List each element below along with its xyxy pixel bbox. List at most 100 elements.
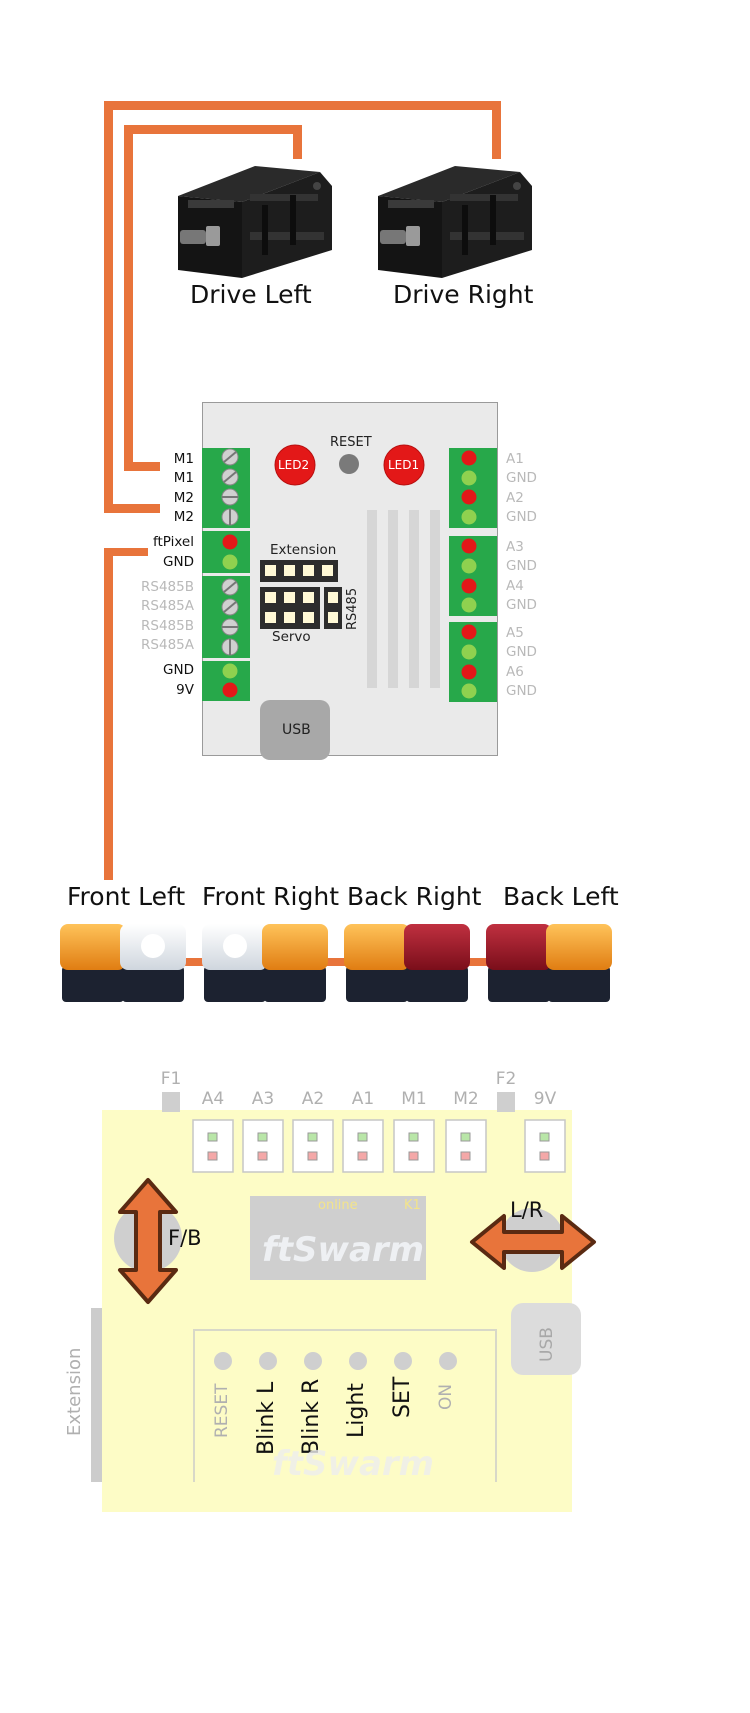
pin-label-gnd: GND <box>506 558 537 574</box>
pin-label-gnd: GND <box>163 662 194 678</box>
led-back-right-red <box>404 924 470 1002</box>
pin-label-ftpixel: ftPixel <box>152 534 194 550</box>
pin-label-9v: 9V <box>533 1089 557 1109</box>
extension-connector <box>91 1308 102 1482</box>
led-front-right-amber <box>262 924 328 1002</box>
wire-m1-right-drop <box>293 125 302 159</box>
wire-m1-top <box>124 125 302 134</box>
pin-label-m1: M1 <box>173 451 194 467</box>
f1-tab <box>162 1092 180 1112</box>
usb-port <box>260 700 330 760</box>
pin-label-a2: A2 <box>506 490 524 506</box>
led-front-left-amber <box>60 924 126 1002</box>
fb-arrow-icon <box>118 1178 178 1304</box>
bottom-logo: ftSwarm <box>272 1444 435 1484</box>
led2-indicator <box>274 444 316 486</box>
drive-left-motor <box>178 166 332 278</box>
pin-label-m1: M1 <box>173 470 194 486</box>
lr-arrow-icon <box>470 1214 596 1270</box>
wire-m1-to-terminal <box>124 462 160 471</box>
online-label: online <box>318 1198 358 1213</box>
pin-label-a4: A4 <box>506 578 524 594</box>
k1-label: K1 <box>404 1198 421 1213</box>
pin-label-9v: 9V <box>176 682 194 698</box>
pin-label-gnd: GND <box>506 644 537 660</box>
back-right-label: Back Right <box>347 882 482 911</box>
led-back-left-amber <box>546 924 612 1002</box>
display-panel <box>250 1196 426 1280</box>
pin-label-a3: A3 <box>251 1089 275 1109</box>
drive-left-label: Drive Left <box>190 280 312 309</box>
board-rail <box>430 510 440 688</box>
controller-drawing <box>202 444 497 760</box>
pin-label-rs485a: RS485A <box>141 637 194 653</box>
drive-right-label: Drive Right <box>393 280 534 309</box>
extension-side-label: Extension <box>64 1347 85 1436</box>
connector-pins <box>207 1132 550 1161</box>
pin-label-a5: A5 <box>506 625 524 641</box>
pin-label-m2: M2 <box>173 509 194 525</box>
terminal-power-block <box>202 661 250 701</box>
wire-pixel-horiz <box>104 548 148 556</box>
front-left-label: Front Left <box>67 882 186 911</box>
button-label-set: SET <box>390 1376 415 1418</box>
pin-label-rs485b: RS485B <box>141 579 194 595</box>
pin-label-a1: A1 <box>506 451 524 467</box>
pin-label-a4: A4 <box>201 1089 225 1109</box>
terminal-a5-a6-block <box>449 622 497 702</box>
servo-header <box>260 587 320 629</box>
led-back-left-red <box>486 924 552 1002</box>
pin-label-gnd: GND <box>506 683 537 699</box>
pin-label-f2: F2 <box>495 1069 517 1089</box>
pin-label-a1: A1 <box>351 1089 375 1109</box>
lr-label: L/R <box>510 1198 544 1222</box>
wire-m2-left-vert <box>104 101 113 513</box>
rs485-header <box>324 587 342 629</box>
terminal-a1-a2-block <box>449 448 497 528</box>
front-right-label: Front Right <box>202 882 340 911</box>
terminal-a3-a4-block <box>449 536 497 616</box>
led2-label: LED2 <box>278 458 310 472</box>
board-rail <box>388 510 398 688</box>
terminal-motor-block <box>202 448 250 528</box>
extension-header <box>260 560 338 582</box>
wire-m2-top <box>104 101 501 110</box>
motors-drawing <box>178 166 532 278</box>
pin-label-rs485a: RS485A <box>141 598 194 614</box>
pin-label-a3: A3 <box>506 539 524 555</box>
control-board <box>102 1110 572 1512</box>
wire-m1-left-vert <box>124 125 133 470</box>
pin-label-m2: M2 <box>173 490 194 506</box>
back-left-label: Back Left <box>503 882 619 911</box>
control-usb-port <box>511 1303 581 1375</box>
drive-right-motor <box>378 166 532 278</box>
board-rail <box>409 510 419 688</box>
pin-label-gnd: GND <box>506 597 537 613</box>
button-frame <box>193 1329 497 1482</box>
extension-header-label: Extension <box>270 542 337 558</box>
f2-tab <box>497 1092 515 1112</box>
pin-label-rs485b: RS485B <box>141 618 194 634</box>
led-front-right-white <box>202 924 268 1002</box>
connector-sockets <box>192 1119 566 1173</box>
wire-m2-right-drop <box>492 101 501 159</box>
pin-label-a6: A6 <box>506 664 524 680</box>
pin-label-m2: M2 <box>453 1089 479 1109</box>
pin-label-f1: F1 <box>160 1069 182 1089</box>
wire-m2-to-terminal <box>104 504 160 513</box>
led1-label: LED1 <box>388 458 420 472</box>
display-logo: ftSwarm <box>262 1230 425 1270</box>
led-front-left-white <box>120 924 186 1002</box>
button-label-on: ON <box>436 1383 456 1410</box>
led-strip-drawing <box>60 924 612 1002</box>
terminal-rs485-block <box>202 576 250 658</box>
pin-label-gnd: GND <box>506 470 537 486</box>
fb-label: F/B <box>168 1226 202 1250</box>
reset-button-icon <box>339 454 359 474</box>
board-rail <box>367 510 377 688</box>
reset-label: RESET <box>330 435 372 450</box>
pin-label-m1: M1 <box>401 1089 427 1109</box>
led1-indicator <box>383 444 425 486</box>
terminal-pixel-block <box>202 531 250 573</box>
